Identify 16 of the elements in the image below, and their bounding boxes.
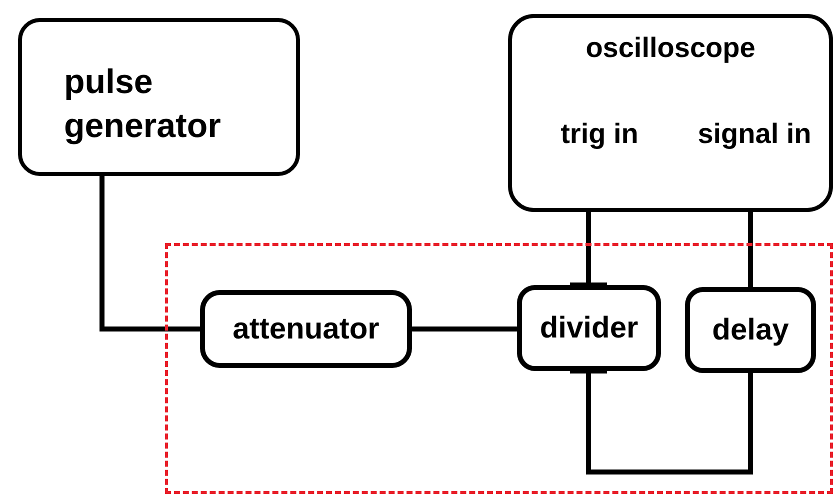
connector-line <box>100 176 200 332</box>
process-box <box>517 285 661 371</box>
dashed-region <box>165 243 833 494</box>
process-box <box>18 18 300 176</box>
node-label: delay <box>711 312 790 348</box>
process-box <box>685 287 816 373</box>
process-box <box>200 290 412 368</box>
node-label: divider <box>538 310 640 346</box>
connector-line <box>748 212 753 287</box>
port-label: signal in <box>696 117 812 151</box>
port-label: trig in <box>560 117 640 151</box>
node-label: pulse generator <box>64 62 222 148</box>
instrument-box <box>508 14 833 212</box>
node-label: attenuator <box>232 312 380 348</box>
connector-line <box>412 326 517 332</box>
node-label: oscilloscope <box>584 31 756 65</box>
